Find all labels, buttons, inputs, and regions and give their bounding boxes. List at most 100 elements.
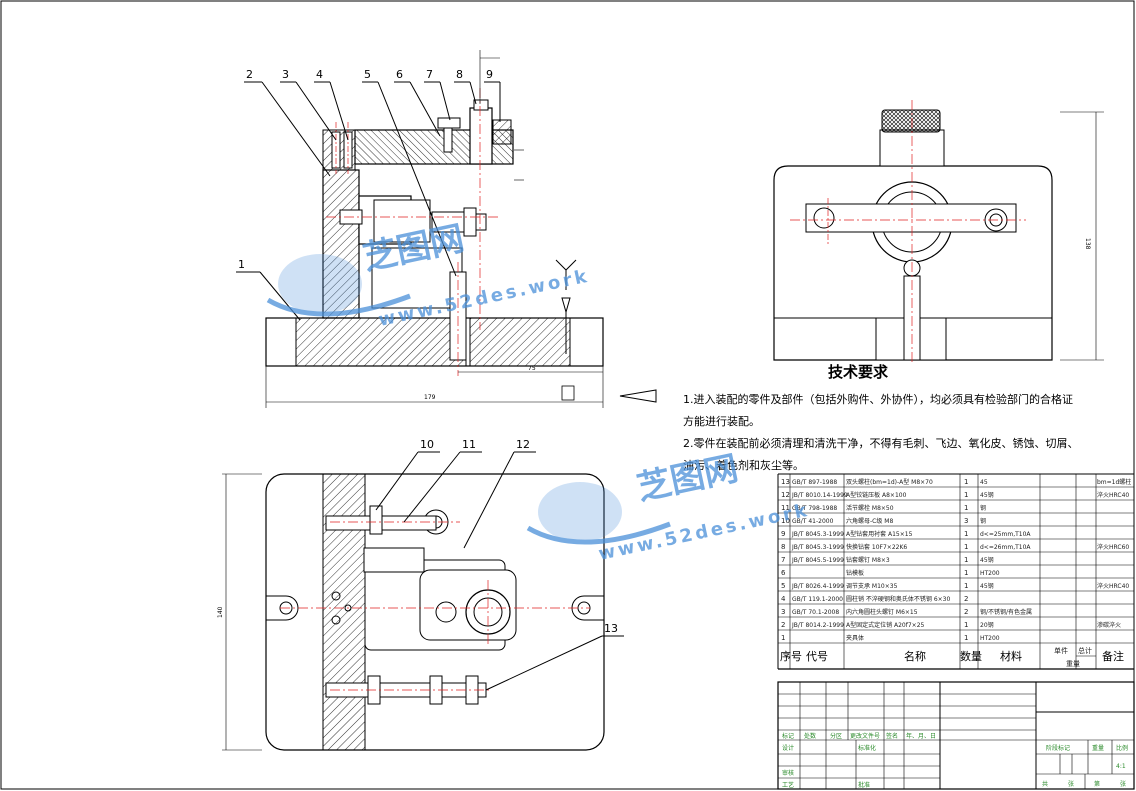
bom-row-9-qty: 1 [964,530,968,538]
bom-row-8-remark: 淬火HRC60 [1097,543,1129,551]
bom-row-6-seq: 6 [781,569,786,577]
bom-row-7-name: 钻套螺钉 M8×3 [846,556,890,564]
bom-row-1-name: 夹具体 [846,634,864,642]
tech-req-line-4: 油污、着色剂和灰尘等。 [683,458,804,472]
bom-row-8-qty: 1 [964,543,968,551]
callout-7: 7 [426,68,433,81]
tb-mark: 标记 [782,732,794,740]
tech-req-line-3: 2.零件在装配前必须清理和清洗干净，不得有毛刺、飞边、氧化皮、锈蚀、切屑、 [683,436,1079,450]
bom-row-11-qty: 1 [964,504,968,512]
bom-row-5-seq: 5 [781,582,785,590]
bom-header-remark: 备注 [1102,649,1124,663]
bom-row-12-remark: 淬火HRC40 [1097,491,1129,499]
tb-standard: 标准化 [858,744,876,752]
dim-front-width: 179 [424,394,436,401]
bom-row-13-seq: 13 [781,478,790,486]
callout-11: 11 [462,438,476,451]
callout-2: 2 [246,68,253,81]
callout-10: 10 [420,438,434,451]
bom-row-9-code: JB/T 8045.3-1999 [791,531,844,538]
callout-6: 6 [396,68,403,81]
callout-5: 5 [364,68,371,81]
bom-row-7-code: JB/T 8045.5-1999 [791,557,844,564]
bom-row-2-qty: 1 [964,621,968,629]
callout-12: 12 [516,438,530,451]
tb-sheets-total: 共 [1042,780,1048,788]
bom-row-4-name: 圆柱销 不淬硬钢和奥氏体不锈钢 6×30 [846,595,950,603]
bom-row-13-name: 双头螺柱(bm=1d)-A型 M8×70 [846,478,933,486]
callout-1: 1 [238,258,245,271]
bom-row-1-qty: 1 [964,634,968,642]
bom-row-12-seq: 12 [781,491,790,499]
tb-sign: 签名 [886,732,898,740]
bom-row-6-name: 钻模板 [846,569,864,577]
bom-row-8-name: 快换钻套 10F7×22K6 [846,543,907,551]
bom-row-6-qty: 1 [964,569,968,577]
tech-req-line-2: 方能进行装配。 [683,414,760,428]
bom-header-code: 代号 [806,650,828,663]
bom-row-8-code: JB/T 8045.3-1999 [791,544,844,551]
bom-row-11-material: 钢 [980,504,986,512]
callout-4: 4 [316,68,323,81]
callout-9: 9 [486,68,493,81]
tb-change-doc: 更改文件号 [850,732,880,740]
bom-header-weight: 重量 [1066,660,1080,668]
tb-approve: 批准 [858,781,870,789]
bom-row-2-name: A型固定式定位销 A20f7×25 [846,621,925,629]
bom-row-6-material: HT200 [980,570,1000,577]
bom-row-4-seq: 4 [781,595,786,603]
bom-row-10-qty: 3 [964,517,968,525]
bom-row-5-remark: 淬火HRC40 [1097,582,1129,590]
bom-row-3-name: 内六角圆柱头螺钉 M6×15 [846,608,918,616]
tb-review: 审核 [782,769,794,777]
side-view [773,100,1104,364]
bom-row-2-seq: 2 [781,621,785,629]
bom-header-name: 名称 [904,649,926,663]
bom-row-11-code: GB/T 798-1988 [792,505,837,512]
bom-row-5-code: JB/T 8026.4-1999 [791,583,844,590]
bom-row-4-code: GB/T 119.1-2000 [792,596,843,603]
tb-process: 工艺 [782,781,794,789]
tb-stage: 阶段标记 [1046,744,1070,752]
bom-row-9-seq: 9 [781,530,785,538]
bom-row-13-remark: bm=1d螺柱 [1097,478,1131,486]
bom-row-10-code: GB/T 41-2000 [792,518,834,525]
bom-row-8-material: d<=26mm,T10A [980,544,1031,551]
dim-plan-height: 140 [217,606,224,618]
bom-row-11-name: 活节螺栓 M8×50 [846,504,894,512]
tb-scale-value: 4:1 [1116,763,1126,770]
tb-weight: 重量 [1092,744,1104,752]
bom-row-13-qty: 1 [964,478,968,486]
tb-count: 处数 [804,732,816,740]
bom-header-material: 材料 [1000,649,1022,663]
bom-header-total: 总计 [1078,646,1092,655]
tb-sheets-unit2: 张 [1120,780,1126,788]
bom-row-2-remark: 渗碳淬火 [1097,621,1121,629]
bom-row-11-seq: 11 [781,504,790,512]
front-section-view [265,50,657,408]
dim-front-partial: 75 [528,365,536,372]
bom-row-4-qty: 2 [964,595,968,603]
bom-row-5-qty: 1 [964,582,968,590]
bom-row-12-name: A型铰链压板 A8×100 [846,491,907,499]
callouts-top: 1 2 3 4 5 6 7 8 9 [236,68,501,321]
bom-row-7-qty: 1 [964,556,968,564]
bom-header-qty: 数量 [960,650,982,663]
callouts-bottom: 10 11 12 13 [375,438,624,691]
bom-row-10-seq: 10 [781,517,790,525]
tech-req-title: 技术要求 [828,363,889,381]
tb-zone: 分区 [830,732,842,740]
bom-row-2-material: 20钢 [980,621,994,629]
watermark-2-url: www.52des.work [597,500,812,565]
bom-row-12-code: JB/T 8010.14-1999 [791,492,848,499]
bom-row-8-seq: 8 [781,543,785,551]
tb-design: 设计 [782,744,794,752]
bom-row-10-name: 六角螺母-C级 M8 [846,517,893,525]
bom-row-2-code: JB/T 8014.2-1999 [791,622,844,629]
plan-view [222,473,605,751]
bom-row-3-qty: 2 [964,608,968,616]
callout-3: 3 [282,68,289,81]
tech-req-line-1: 1.进入装配的零件及部件（包括外购件、外协件），均必须具有检验部门的合格证 [683,392,1073,406]
tb-date: 年、月、日 [906,732,936,740]
